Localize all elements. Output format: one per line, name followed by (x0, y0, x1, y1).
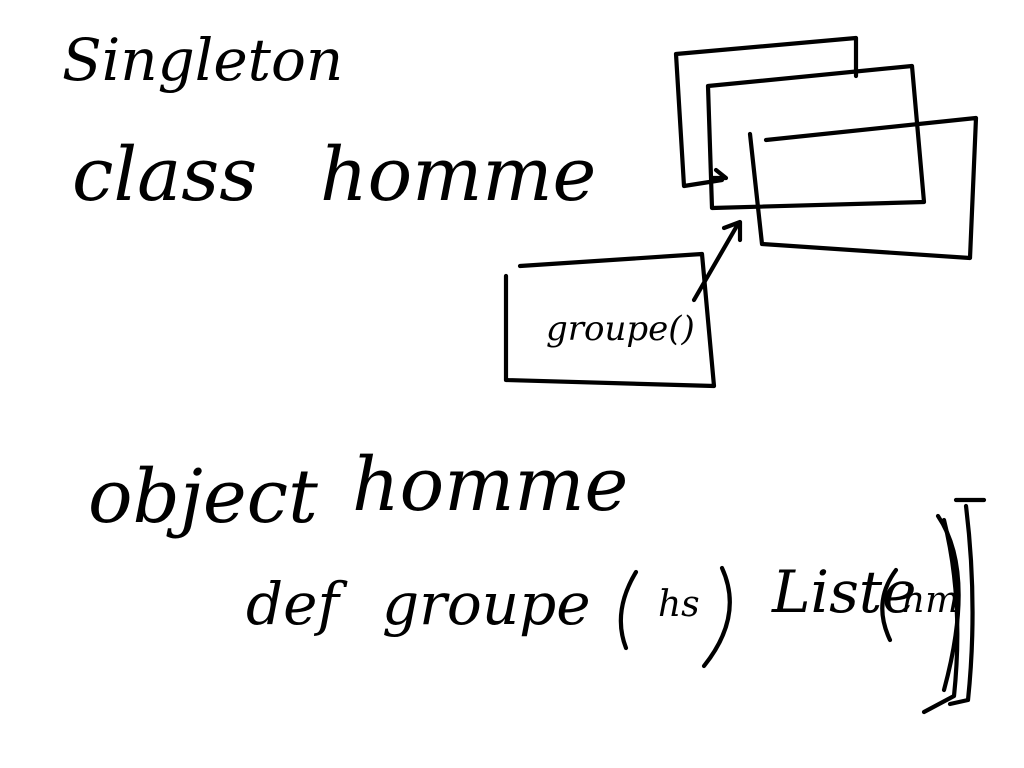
close-bracket-1 (947, 497, 987, 707)
def-function-name: groupe (382, 570, 591, 638)
open-paren-args (618, 569, 639, 651)
group-function-label: groupe() (546, 309, 695, 349)
close-paren-args (701, 565, 732, 669)
class-name: homme (320, 132, 596, 218)
group-function-box (503, 251, 717, 389)
reference-arrow-line (691, 221, 741, 303)
def-keyword: def (246, 570, 348, 638)
instance-box-front (747, 115, 979, 261)
close-bracket-2 (921, 517, 960, 715)
object-keyword: object (88, 454, 318, 540)
title-singleton: Singleton (62, 26, 343, 94)
reference-arrow-head (721, 219, 743, 243)
instance-box-middle (705, 63, 927, 211)
instance-box-back (673, 35, 859, 189)
object-name: homme (352, 442, 628, 528)
open-paren-return (880, 567, 899, 643)
def-argument: hs (658, 584, 700, 625)
class-keyword: class (72, 132, 257, 218)
def-return-argument: hm (902, 580, 959, 621)
arrow-into-middle-box (709, 167, 729, 181)
def-return-type: Liste (771, 558, 916, 626)
